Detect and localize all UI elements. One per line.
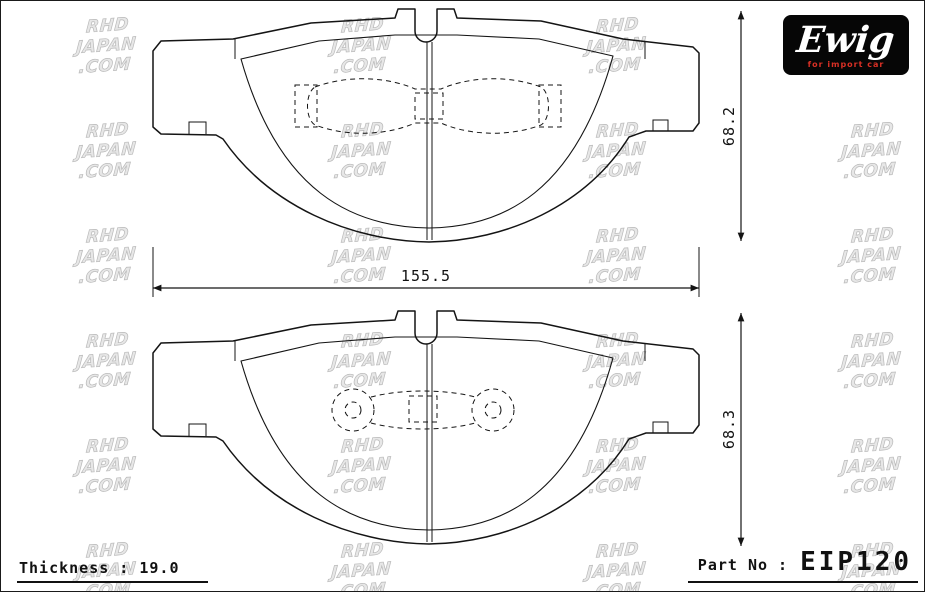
ewig-logo: Ewig for import car xyxy=(783,15,909,75)
top-pad-drawing xyxy=(152,8,700,243)
dim-bottom-height: 68.3 xyxy=(720,313,745,546)
ewig-logo-tagline: for import car xyxy=(807,59,885,69)
thickness-text: Thickness : 19.0 xyxy=(19,559,180,577)
dim-width: 155.5 xyxy=(152,247,700,297)
bottom-pad-body xyxy=(152,310,700,545)
dim-bottom-height-value: 68.3 xyxy=(720,409,738,449)
dim-top-height: 68.2 xyxy=(720,11,745,241)
bottom-pad-spring-dashed xyxy=(331,388,515,432)
ewig-logo-text: Ewig xyxy=(795,18,897,61)
thickness-label: Thickness : 19.0 xyxy=(17,559,208,583)
part-no-value: EIP120 xyxy=(800,547,912,577)
top-pad-body xyxy=(152,8,700,243)
dim-top-height-value: 68.2 xyxy=(720,106,738,146)
bottom-pad-drawing xyxy=(152,310,700,545)
dim-width-value: 155.5 xyxy=(401,267,451,285)
part-no: Part No : EIP120 xyxy=(687,547,918,583)
part-no-label: Part No : xyxy=(697,556,789,574)
top-pad-spring-dashed xyxy=(294,78,562,134)
